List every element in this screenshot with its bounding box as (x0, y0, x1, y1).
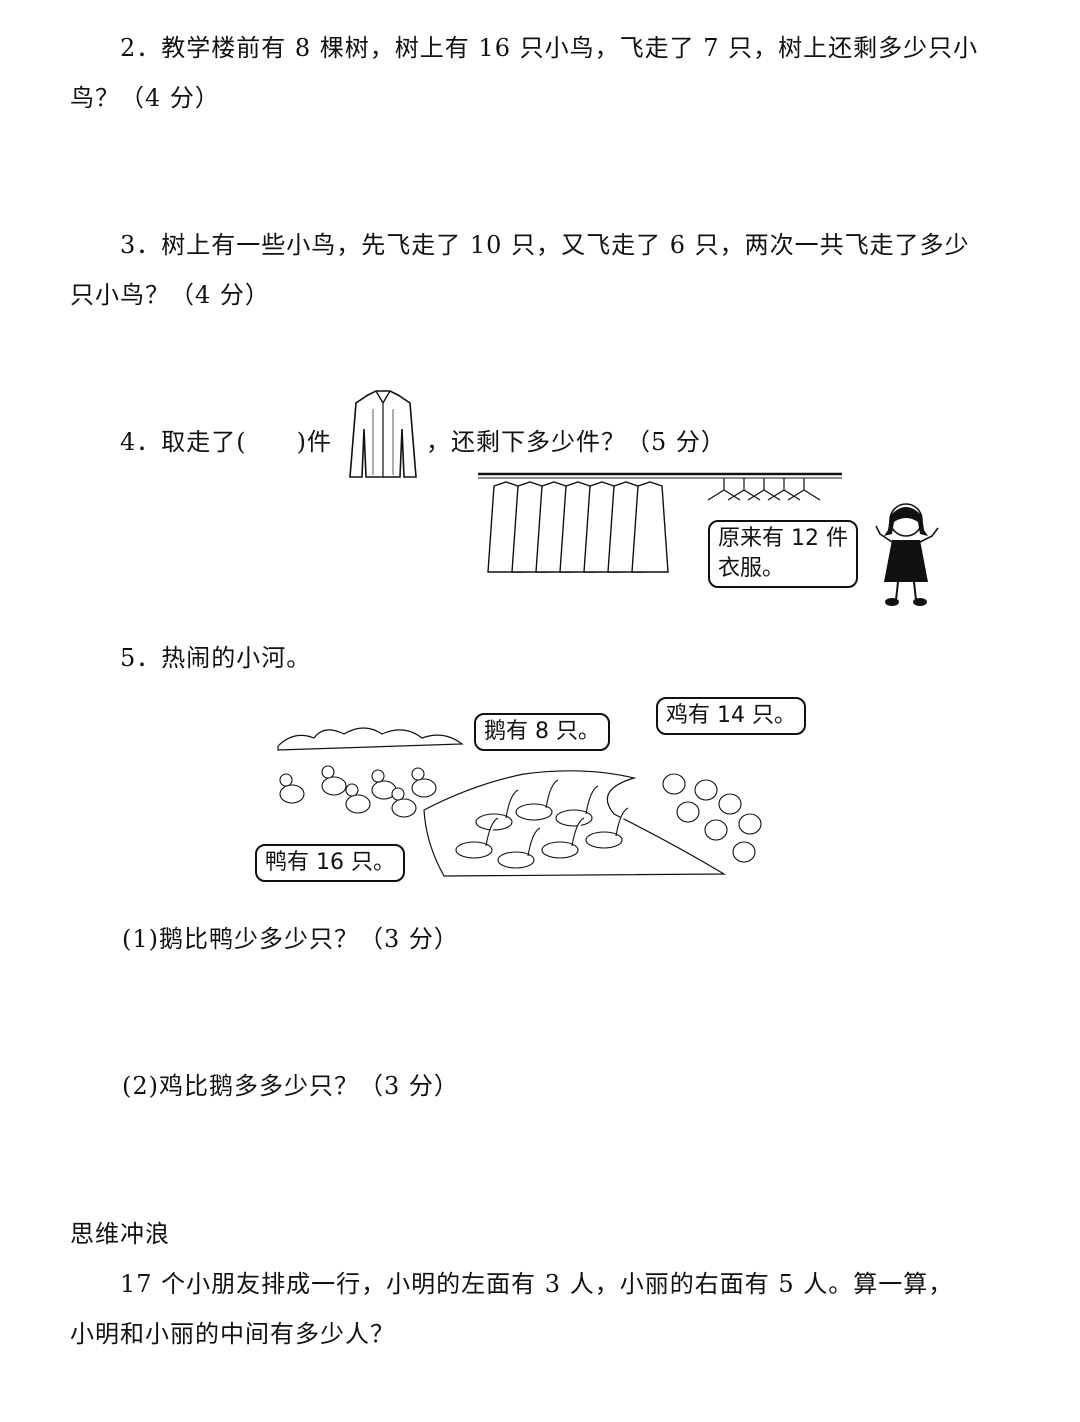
river-scene-illustration (254, 694, 774, 886)
speech-bubble-duck: 鸭有 16 只。 (255, 844, 405, 882)
q2-line2: 鸟？（4 分） (70, 84, 220, 112)
bubble-line1: 原来有 12 件 (718, 526, 848, 551)
q4-prompt-a: 4．取走了( )件 (120, 428, 332, 456)
bubble-line2: 衣服。 (718, 556, 785, 581)
thinking-line1: 17 个小朋友排成一行，小明的左面有 3 人，小丽的右面有 5 人。算一算， (120, 1270, 954, 1298)
q2-line1: 2．教学楼前有 8 棵树，树上有 16 只小鸟，飞走了 7 只，树上还剩多少只小 (120, 34, 979, 62)
q3-line2: 只小鸟？（4 分） (70, 281, 270, 309)
thinking-heading: 思维冲浪 (70, 1220, 170, 1248)
q3-line1: 3．树上有一些小鸟，先飞走了 10 只，又飞走了 6 只，两次一共飞走了多少 (120, 231, 970, 259)
speech-bubble-goose: 鹅有 8 只。 (474, 713, 610, 751)
speech-bubble-clothes: 原来有 12 件 衣服。 (708, 520, 858, 588)
q5-sub2: (2)鸡比鹅多多少只？（3 分） (122, 1072, 459, 1100)
thinking-line2: 小明和小丽的中间有多少人？ (70, 1320, 395, 1348)
shirt-icon (346, 389, 420, 481)
q4-prompt-b: ，还剩下多少件？（5 分） (426, 428, 726, 456)
q5-sub1: (1)鹅比鸭少多少只？（3 分） (122, 925, 459, 953)
speech-bubble-chicken: 鸡有 14 只。 (656, 697, 806, 735)
q5-title: 5．热闹的小河。 (120, 644, 312, 672)
girl-illustration (866, 496, 950, 610)
clothes-rack-illustration (476, 468, 846, 578)
